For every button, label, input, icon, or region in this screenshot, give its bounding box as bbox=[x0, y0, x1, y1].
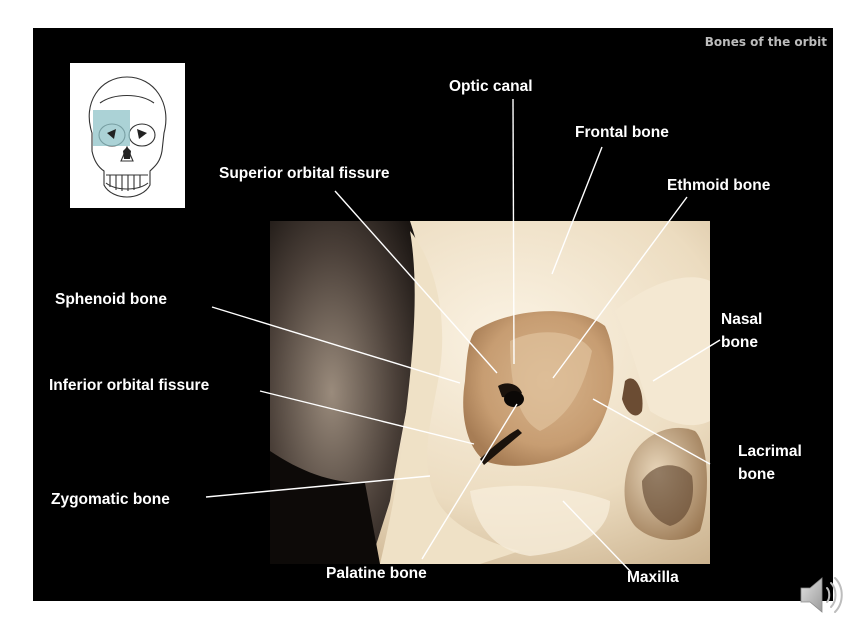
leader-superior-orbital-fissure bbox=[334, 190, 498, 374]
label-inferior-orbital-fissure: Inferior orbital fissure bbox=[49, 377, 210, 394]
leader-zygomatic-bone bbox=[205, 475, 431, 498]
skull-icon bbox=[88, 76, 167, 198]
leader-lines bbox=[205, 98, 721, 573]
label-sphenoid-bone: Sphenoid bone bbox=[55, 291, 167, 308]
label-zygomatic-bone: Zygomatic bone bbox=[51, 491, 170, 508]
label-superior-orbital-fissure: Superior orbital fissure bbox=[219, 165, 390, 182]
slide: Bones of the orbit bbox=[33, 28, 833, 601]
slide-title: Bones of the orbit bbox=[704, 35, 827, 49]
highlight-box bbox=[93, 110, 130, 146]
leader-maxilla bbox=[562, 500, 632, 573]
label-lacrimal-bone-line2: bone bbox=[738, 466, 776, 483]
leader-frontal-bone bbox=[551, 146, 603, 275]
leader-nasal-bone bbox=[652, 339, 721, 382]
leader-sphenoid-bone bbox=[211, 306, 461, 384]
label-maxilla: Maxilla bbox=[627, 569, 679, 586]
label-ethmoid-bone: Ethmoid bone bbox=[667, 177, 771, 194]
orbit-illustration bbox=[270, 221, 710, 564]
leader-inferior-orbital-fissure bbox=[259, 390, 475, 445]
label-nasal-bone-line1: Nasal bbox=[721, 311, 763, 328]
label-palatine-bone: Palatine bone bbox=[326, 565, 427, 582]
leader-optic-canal bbox=[512, 98, 515, 365]
orbit-photo bbox=[270, 221, 710, 564]
speaker-icon[interactable] bbox=[797, 573, 845, 617]
label-lacrimal-bone-line1: Lacrimal bbox=[738, 443, 802, 460]
skull-thumbnail bbox=[70, 63, 185, 208]
label-frontal-bone: Frontal bone bbox=[575, 124, 669, 141]
leader-lacrimal-bone bbox=[592, 398, 711, 465]
label-nasal-bone-line2: bone bbox=[721, 334, 759, 351]
leader-palatine-bone bbox=[421, 403, 518, 560]
label-optic-canal: Optic canal bbox=[449, 78, 533, 95]
leader-ethmoid-bone bbox=[552, 196, 688, 379]
